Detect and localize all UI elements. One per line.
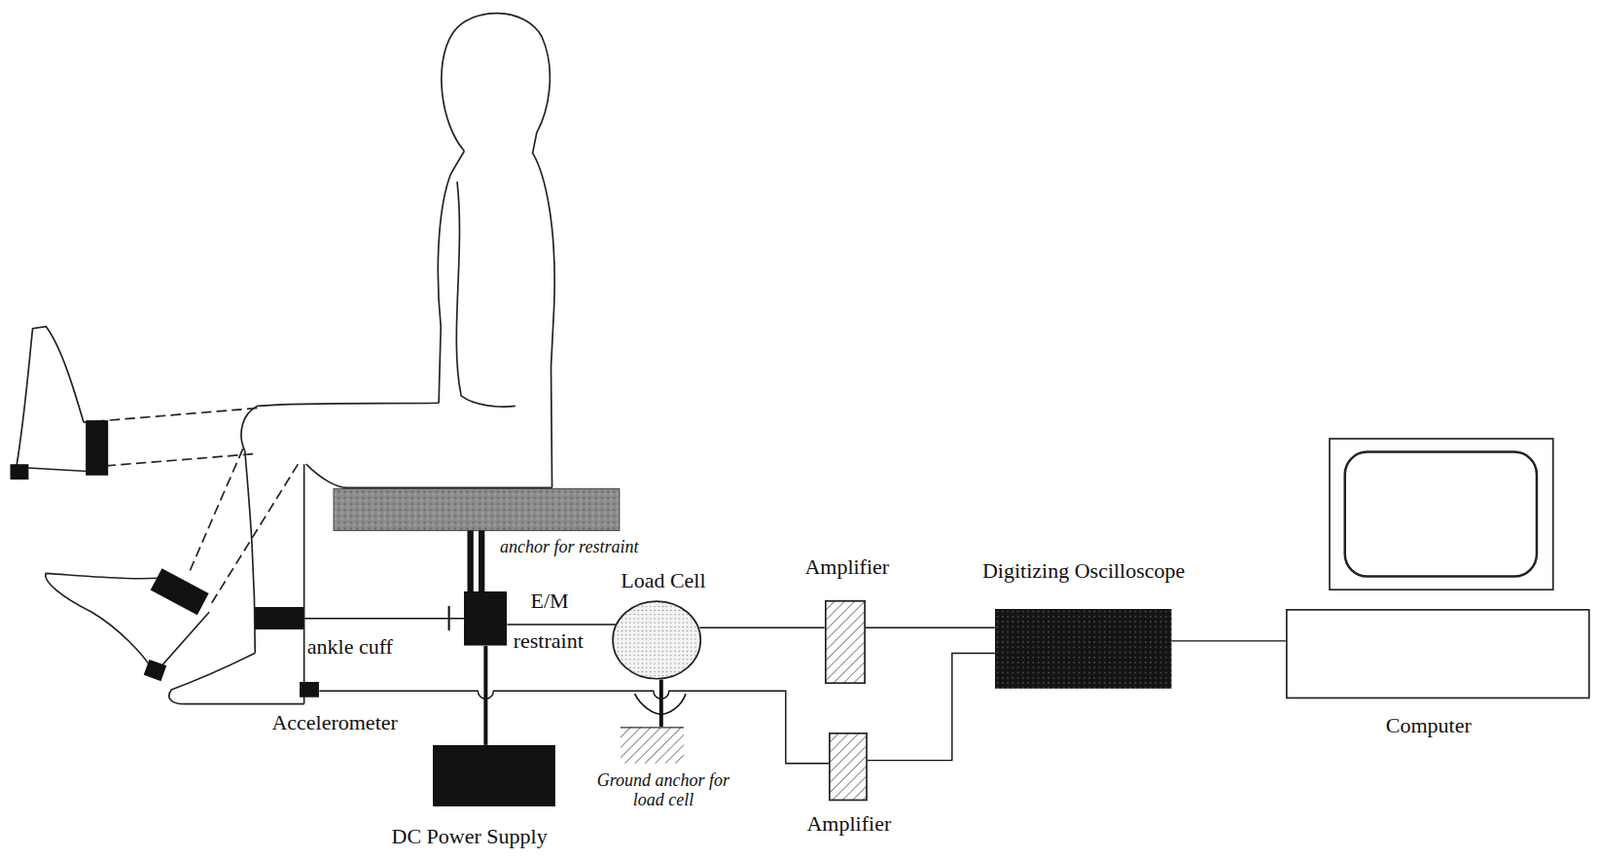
power-supply-shape — [432, 745, 556, 807]
node-label: ankle cuff — [307, 635, 393, 659]
connector-line — [506, 623, 616, 625]
connector-line — [1171, 640, 1286, 641]
node-label: Amplifier — [804, 555, 889, 579]
amplifier: Amplifier — [824, 600, 866, 684]
computer: Computer — [1285, 608, 1591, 699]
node-label: Load Cell — [620, 568, 706, 593]
load-cell: Load Cell — [611, 600, 702, 680]
connector-line — [865, 627, 996, 629]
oscilloscope-shape — [995, 608, 1172, 689]
computer-monitor — [1329, 438, 1554, 590]
person-outline — [16, 13, 555, 705]
ground-anchor-shape — [620, 726, 684, 764]
node-label: Computer — [1386, 713, 1472, 738]
restraint-block: E/Mrestraint — [463, 591, 507, 646]
connector-line — [659, 679, 664, 727]
restraint-block-shape — [463, 591, 507, 646]
ankle-cuff: ankle cuff — [254, 606, 304, 630]
oscilloscope: Digitizing Oscilloscope — [995, 608, 1172, 689]
accelerometer: Accelerometer — [299, 681, 320, 698]
amplifier: Amplifier — [828, 732, 868, 801]
connector-line — [304, 617, 465, 619]
node-label: Ground anchor for load cell — [586, 771, 740, 811]
node-label: E/M — [531, 589, 569, 613]
computer-shape — [1285, 608, 1591, 699]
node-label: Amplifier — [806, 812, 891, 836]
load-cell-shape — [611, 600, 702, 680]
connector-line — [483, 645, 488, 746]
amplifier-shape — [828, 732, 868, 801]
connector-line — [867, 652, 996, 760]
annotation-label: anchor for restraint — [499, 537, 639, 558]
node-label: DC Power Supply — [391, 824, 548, 849]
amplifier-shape — [824, 600, 866, 684]
node-label: Accelerometer — [271, 711, 397, 735]
node-label: Digitizing Oscilloscope — [982, 559, 1185, 583]
node-label: restraint — [513, 629, 584, 653]
connector-line — [700, 627, 825, 629]
ground-anchor: Ground anchor for load cell — [620, 726, 684, 764]
power-supply: DC Power Supply — [432, 745, 556, 807]
ankle-cuff-shape — [254, 606, 304, 630]
leg-cuffs — [9, 420, 209, 681]
accelerometer-shape — [299, 681, 320, 698]
